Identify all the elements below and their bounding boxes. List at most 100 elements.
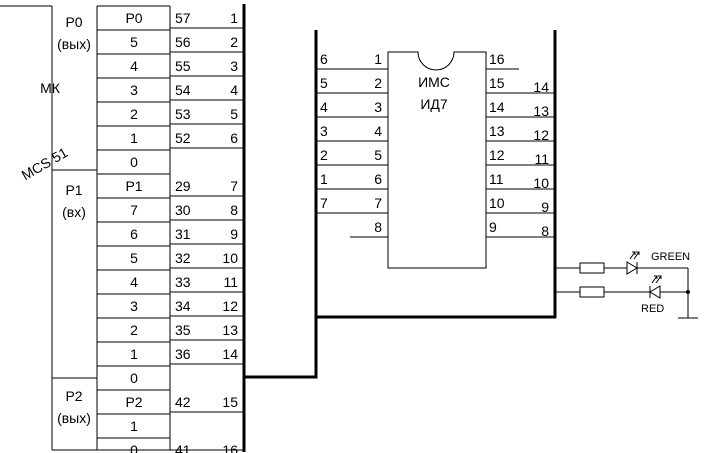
mcu-bit-label: 2 (130, 322, 138, 338)
ic-right-pin-number: 15 (489, 75, 505, 91)
mcu-bit-label: P0 (125, 10, 142, 26)
ic-body (387, 51, 487, 269)
mcu-bit-label: 0 (130, 370, 138, 386)
ic-title-1: ИМС (418, 74, 450, 90)
mcu-bit-label: 3 (130, 82, 138, 98)
ic-left-bus-number: 5 (320, 75, 328, 91)
mcu-bit-label: 1 (130, 418, 138, 434)
led-red-icon (649, 275, 662, 299)
mcu-pin-number: 34 (175, 298, 191, 314)
mcu-bit-label: 5 (130, 250, 138, 266)
port-p1-name: P1 (65, 182, 82, 198)
mcu-line-number: 5 (230, 106, 238, 122)
mcu-label: МК (40, 80, 61, 96)
mcu-line-number: 8 (230, 202, 238, 218)
mcu-pin-number: 55 (175, 58, 191, 74)
led-red-label: RED (641, 303, 664, 315)
port-p2-dir: (вых) (57, 410, 91, 426)
mcu-pin-number: 32 (175, 250, 191, 266)
port-p2-name: P2 (65, 388, 82, 404)
mcu-pin-number: 42 (175, 394, 191, 410)
mcu-line-number: 10 (222, 250, 238, 266)
ic-left-bus-number: 7 (320, 195, 328, 211)
mcu-line-number: 12 (222, 298, 238, 314)
ic-left-pin-number: 2 (374, 75, 382, 91)
ic-left-pin-number: 1 (374, 51, 382, 67)
mcu-bit-label: 1 (130, 346, 138, 362)
mcu-line-number: 2 (230, 34, 238, 50)
mcu-bit-label: 6 (130, 226, 138, 242)
mcu-pin-number: 53 (175, 106, 191, 122)
ic-right-pin-number: 16 (489, 51, 505, 67)
led-circuit: GREEN RED (555, 251, 698, 319)
ic-left-bus-number: 6 (320, 51, 328, 67)
mcu-line-number: 16 (222, 442, 238, 453)
mcu-line-number: 3 (230, 58, 238, 74)
mcu-pin-number: 35 (175, 322, 191, 338)
led-green-icon (626, 251, 640, 275)
mcu-line-number: 11 (223, 274, 238, 290)
ic-left-pin-number: 3 (374, 99, 382, 115)
ic-right-pin-number: 14 (489, 99, 505, 115)
mcu-bit-label: P1 (125, 178, 142, 194)
ic-left-bus-number: 3 (320, 123, 328, 139)
ic-right-pin-number: 10 (489, 195, 505, 211)
mcu-pin-number: 29 (175, 178, 191, 194)
mcu-line-number: 7 (230, 178, 238, 194)
ic-left-pin-number: 6 (374, 171, 382, 187)
mcu-line-number: 1 (230, 10, 238, 26)
ic-title-2: ИД7 (420, 96, 448, 112)
ic-right-pin-number: 11 (489, 171, 504, 187)
mcu-bit-label: 2 (130, 106, 138, 122)
ic-left-bus-number: 4 (320, 99, 328, 115)
resistor-red (579, 286, 605, 298)
mcu-bit-label: P2 (125, 394, 142, 410)
ic-right-bus-number: 14 (533, 79, 549, 95)
mcu-bit-label: 4 (130, 274, 138, 290)
ic-left-pin-number: 4 (374, 123, 382, 139)
mcu-bit-label: 5 (130, 34, 138, 50)
ic-right-pin-number: 13 (489, 123, 505, 139)
mcu-bit-label: 0 (130, 154, 138, 170)
bus-link-mcu-ic (244, 30, 318, 379)
mcu-pin-number: 30 (175, 202, 191, 218)
mcu-line-number: 9 (230, 226, 238, 242)
mcu-bit-label: 4 (130, 58, 138, 74)
mcu-bit-label: 3 (130, 298, 138, 314)
mcu-series: MCS 51 (19, 144, 71, 183)
mcu-bit-label: 0 (130, 442, 138, 453)
port-p0-name: P0 (65, 14, 82, 30)
mcu-line-number: 4 (230, 82, 238, 98)
mcu-line-number: 13 (222, 322, 238, 338)
port-p0-dir: (вых) (57, 36, 91, 52)
led-green-label: GREEN (651, 251, 690, 263)
ic-left-pin-number: 7 (374, 195, 382, 211)
ic-right-bus-number: 8 (541, 223, 549, 239)
ic-left-pin-number: 5 (374, 147, 382, 163)
mcu-bit-label: 7 (130, 202, 138, 218)
mcu-pin-number: 31 (175, 226, 191, 242)
mcu-pin-number: 57 (175, 10, 191, 26)
ic-right-bus-number: 10 (533, 175, 549, 191)
mcu-pin-number: 56 (175, 34, 191, 50)
mcu-pin-number: 52 (175, 130, 191, 146)
ic-left-bus-number: 1 (320, 171, 328, 187)
mcu-frame (0, 5, 244, 451)
mcu-line-number: 6 (230, 130, 238, 146)
mcu-line-number: 14 (222, 346, 238, 362)
mcu-pin-number: 41 (175, 442, 191, 453)
ic-right-bus-number: 13 (533, 103, 549, 119)
ic-left-bus-number: 2 (320, 147, 328, 163)
mcu-line-number: 15 (222, 394, 238, 410)
junction-dot (686, 290, 690, 294)
ic-right-pin-number: 12 (489, 147, 505, 163)
mcu-pin-number: 54 (175, 82, 191, 98)
ic-right-bus-number: 11 (534, 151, 549, 167)
mcu-pin-number: 36 (175, 346, 191, 362)
port-p1-dir: (вх) (62, 204, 86, 220)
ic-right-bus-number: 12 (533, 127, 549, 143)
